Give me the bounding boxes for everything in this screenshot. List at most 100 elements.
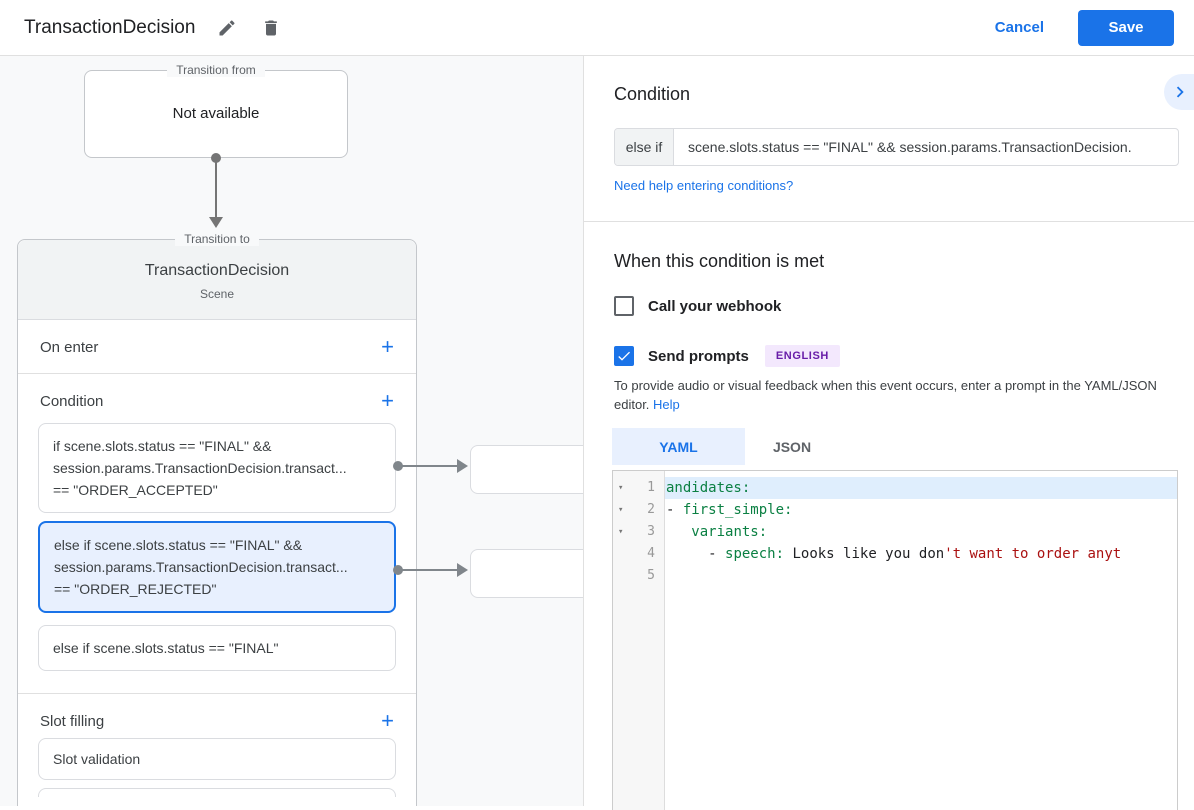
add-slot-button[interactable]: + — [381, 708, 394, 733]
code-line[interactable]: - speech: Looks like you don't want to o… — [665, 543, 1177, 565]
condition-expression-input[interactable]: scene.slots.status == "FINAL" && session… — [688, 139, 1132, 155]
cancel-button[interactable]: Cancel — [994, 19, 1044, 36]
arrow-head — [457, 563, 468, 577]
gutter-row: ▾1 — [613, 477, 664, 499]
scene-subtitle: Scene — [199, 287, 235, 301]
line-number: 3 — [647, 524, 655, 539]
slot-item[interactable]: Slot validation — [38, 738, 396, 780]
condition-item[interactable]: else if scene.slots.status == "FINAL" &&… — [38, 521, 396, 613]
top-bar: TransactionDecision Cancel Save — [0, 0, 1194, 56]
save-button[interactable]: Save — [1078, 9, 1174, 46]
chevron-right-icon — [1176, 86, 1184, 98]
when-condition-heading: When this condition is met — [614, 251, 825, 271]
transition-to-legend: Transition to — [18, 232, 416, 246]
call-webhook-label: Call your webhook — [648, 297, 782, 315]
collapse-panel-button[interactable] — [1164, 74, 1194, 110]
code-segment: 't want to order anyt — [944, 546, 1122, 562]
condition-line: else if scene.slots.status == "FINAL" && — [54, 537, 303, 553]
add-condition-button[interactable]: + — [381, 388, 394, 413]
condition-line: if scene.slots.status == "FINAL" && — [53, 438, 272, 454]
condition-item[interactable]: if scene.slots.status == "FINAL" && sessi… — [38, 423, 396, 513]
transition-from-legend: Transition from — [85, 63, 347, 77]
editor-code-area[interactable]: andidates: - first_simple: variants: - sp… — [665, 471, 1177, 810]
line-number: 2 — [647, 502, 655, 517]
scene-card-header[interactable]: TransactionDecision Scene — [18, 240, 416, 320]
down-arrow-line — [215, 156, 217, 218]
condition-item[interactable]: else if scene.slots.status == "FINAL" — [38, 625, 396, 671]
condition-line: session.params.TransactionDecision.trans… — [54, 559, 348, 575]
scene-title: TransactionDecision — [144, 262, 290, 279]
arrow-line — [402, 465, 458, 467]
condition-line: == "ORDER_REJECTED" — [54, 581, 217, 597]
condition-line: else if scene.slots.status == "FINAL" — [53, 640, 279, 656]
code-segment: andidates: — [666, 480, 751, 496]
send-prompts-label: Send prompts — [648, 347, 749, 365]
panel-condition-heading: Condition — [614, 84, 691, 104]
condition-prefix: else if — [615, 129, 674, 165]
help-link[interactable]: Help — [653, 397, 680, 412]
condition-items: if scene.slots.status == "FINAL" && sessi… — [18, 423, 416, 693]
line-number: 1 — [647, 480, 655, 495]
send-prompts-checkbox[interactable] — [614, 346, 634, 366]
code-line[interactable]: - first_simple: — [665, 499, 1177, 521]
format-tabs: YAML JSON — [612, 428, 839, 465]
transition-target-box[interactable] — [470, 445, 583, 494]
code-segment: - — [666, 546, 726, 562]
trash-icon — [265, 20, 278, 35]
code-segment: first_simple: — [682, 502, 793, 518]
code-segment: speech: — [725, 546, 785, 562]
transition-from-box: Transition from Not available — [84, 63, 348, 158]
on-enter-section: On enter + — [18, 320, 416, 374]
page-title: TransactionDecision — [24, 16, 196, 38]
scene-card: Transition to TransactionDecision Scene … — [17, 232, 417, 806]
call-webhook-checkbox[interactable] — [614, 296, 634, 316]
send-prompts-row: Send prompts ENGLISH — [614, 345, 840, 367]
transition-target-box[interactable] — [470, 549, 583, 598]
tab-yaml[interactable]: YAML — [612, 428, 745, 465]
condition-section: Condition + if scene.slots.status == "FI… — [18, 374, 416, 694]
connector-dot — [393, 461, 403, 471]
condition-line: == "ORDER_ACCEPTED" — [53, 482, 218, 498]
line-number: 5 — [647, 568, 655, 583]
panel-divider — [584, 221, 1194, 222]
fold-arrow-icon[interactable]: ▾ — [618, 527, 624, 537]
fold-arrow-icon[interactable]: ▾ — [618, 505, 624, 515]
edit-button[interactable] — [215, 16, 239, 40]
editor-hint-text: To provide audio or visual feedback when… — [614, 378, 1157, 412]
condition-label: Condition — [40, 392, 104, 410]
arrow-head — [457, 459, 468, 473]
code-line[interactable]: andidates: — [665, 477, 1177, 499]
slot-filling-section: Slot filling + Slot validation — [18, 694, 416, 797]
condition-expression-row: else if scene.slots.status == "FINAL" &&… — [614, 128, 1179, 166]
gutter-row: 5 — [613, 565, 664, 587]
gutter-row: ▾3 — [613, 521, 664, 543]
slot-items: Slot validation — [18, 738, 416, 780]
gutter-row: ▾2 — [613, 499, 664, 521]
fold-arrow-icon[interactable]: ▾ — [618, 483, 624, 493]
condition-line: session.params.TransactionDecision.trans… — [53, 460, 347, 476]
gutter-row: 4 — [613, 543, 664, 565]
conditions-help-link[interactable]: Need help entering conditions? — [614, 178, 794, 193]
code-segment: variants: — [691, 524, 768, 540]
connector-dot — [393, 565, 403, 575]
webhook-row: Call your webhook — [614, 296, 781, 316]
on-enter-label: On enter — [40, 338, 99, 356]
tab-json[interactable]: JSON — [772, 438, 812, 455]
transition-from-value: Not available — [172, 105, 260, 122]
down-arrow-head — [209, 217, 223, 228]
code-segment — [666, 524, 691, 540]
condition-editor-panel: Condition else if scene.slots.status == … — [583, 56, 1194, 810]
delete-button[interactable] — [259, 16, 283, 40]
editor-hint: To provide audio or visual feedback when… — [614, 376, 1186, 414]
line-number: 4 — [647, 546, 655, 561]
code-line[interactable]: variants: — [665, 521, 1177, 543]
checkmark-icon — [618, 351, 630, 361]
add-on-enter-button[interactable]: + — [381, 334, 394, 359]
slot-filling-label: Slot filling — [40, 712, 105, 730]
flow-canvas: Transition from Not available Transition… — [0, 56, 583, 806]
code-line[interactable] — [665, 565, 1177, 587]
language-badge: ENGLISH — [764, 345, 840, 367]
pencil-icon — [219, 19, 235, 35]
